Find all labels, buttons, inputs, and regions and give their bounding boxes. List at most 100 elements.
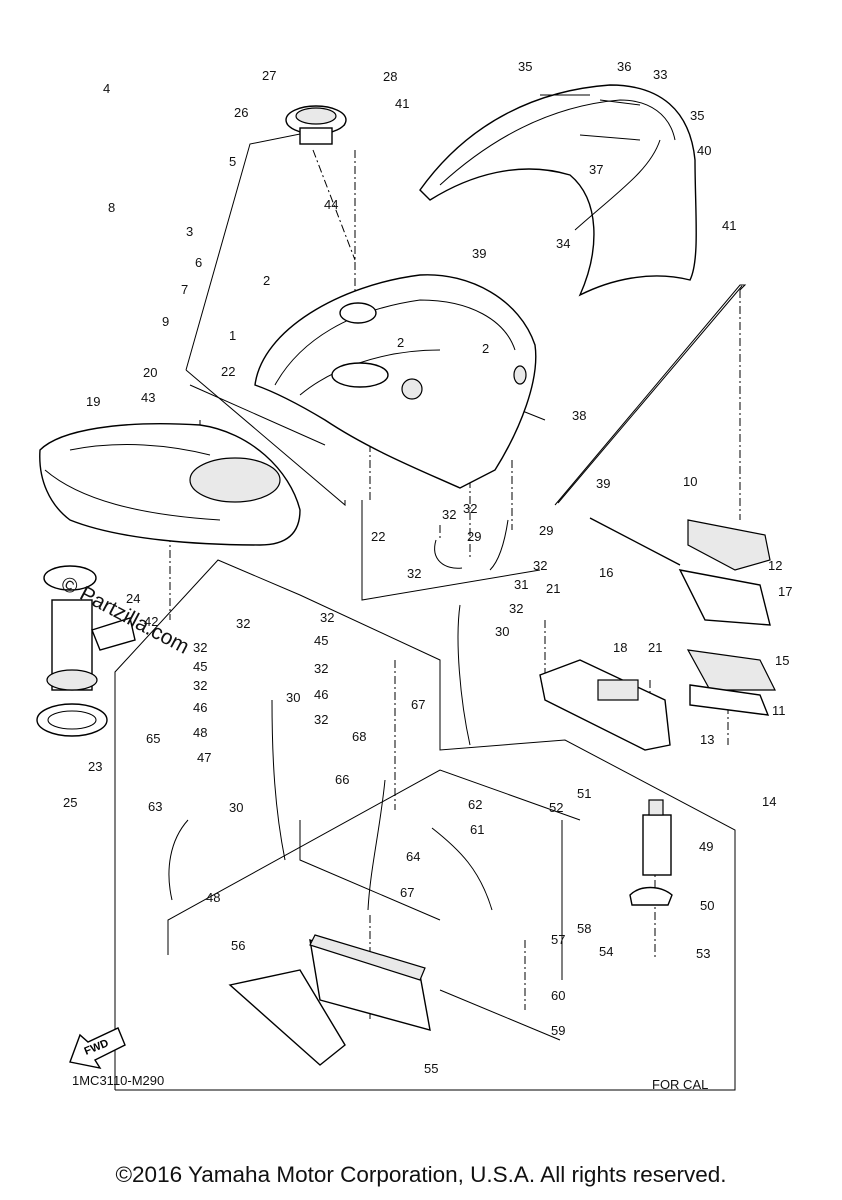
callout-29b: 29 (539, 523, 553, 538)
callout-67a: 67 (400, 885, 414, 900)
callout-2b: 2 (397, 335, 404, 350)
callout-13: 13 (700, 732, 714, 747)
fuel-pump (36, 565, 136, 737)
fwd-arrow-icon: FWD (69, 1027, 126, 1070)
callout-32h: 32 (314, 661, 328, 676)
callout-15: 15 (775, 653, 789, 668)
callout-19: 19 (86, 394, 100, 409)
fuel-tank (39, 423, 301, 546)
callout-20: 20 (143, 365, 157, 380)
callout-48a: 48 (193, 725, 207, 740)
callout-27: 27 (262, 68, 276, 83)
callout-68: 68 (352, 729, 366, 744)
callout-32d: 32 (509, 601, 523, 616)
callout-40: 40 (697, 143, 711, 158)
callout-21b: 21 (648, 640, 662, 655)
callout-52: 52 (549, 800, 563, 815)
callout-32e: 32 (193, 640, 207, 655)
hoses (168, 519, 509, 911)
callout-14: 14 (762, 794, 776, 809)
fuel-filter (629, 799, 673, 906)
callout-35a: 35 (518, 59, 532, 74)
callout-61: 61 (470, 822, 484, 837)
callout-12: 12 (768, 558, 782, 573)
callout-24: 24 (126, 591, 140, 606)
callout-4: 4 (103, 81, 110, 96)
callout-41a: 41 (395, 96, 409, 111)
callout-45a: 45 (193, 659, 207, 674)
callout-32j: 32 (442, 507, 456, 522)
callout-30b: 30 (229, 800, 243, 815)
callout-38: 38 (572, 408, 586, 423)
callout-10: 10 (683, 474, 697, 489)
callout-59: 59 (551, 1023, 565, 1038)
callout-16: 16 (599, 565, 613, 580)
callout-32f: 32 (193, 678, 207, 693)
callout-22a: 22 (221, 364, 235, 379)
callout-32c: 32 (407, 566, 421, 581)
callout-47: 47 (197, 750, 211, 765)
seat-cowl (419, 84, 697, 297)
callout-66: 66 (335, 772, 349, 787)
callout-35b: 35 (690, 108, 704, 123)
callout-43: 43 (141, 390, 155, 405)
callout-32k: 32 (236, 616, 250, 631)
callout-21a: 21 (546, 581, 560, 596)
callout-56: 56 (231, 938, 245, 953)
callout-55: 55 (424, 1061, 438, 1076)
callout-32g: 32 (320, 610, 334, 625)
region-note: FOR CAL (652, 1077, 709, 1092)
canister (228, 934, 431, 1066)
callout-3: 3 (186, 224, 193, 239)
callout-32a: 32 (463, 501, 477, 516)
callout-2c: 2 (482, 341, 489, 356)
callout-39b: 39 (596, 476, 610, 491)
callout-53: 53 (696, 946, 710, 961)
callout-49: 49 (699, 839, 713, 854)
copyright-notice: ©2016 Yamaha Motor Corporation, U.S.A. A… (115, 1162, 727, 1187)
fuel-cap (285, 105, 347, 145)
callout-39a: 39 (472, 246, 486, 261)
callout-37: 37 (589, 162, 603, 177)
callout-22b: 22 (371, 529, 385, 544)
callout-63: 63 (148, 799, 162, 814)
callout-64: 64 (406, 849, 420, 864)
callout-57: 57 (551, 932, 565, 947)
callout-26: 26 (234, 105, 248, 120)
callout-41b: 41 (722, 218, 736, 233)
callout-34: 34 (556, 236, 570, 251)
callout-54: 54 (599, 944, 613, 959)
callout-32i: 32 (314, 712, 328, 727)
callout-28: 28 (383, 69, 397, 84)
callout-8: 8 (108, 200, 115, 215)
tank-bracket (539, 517, 776, 751)
callout-2a: 2 (263, 273, 270, 288)
callout-46b: 46 (314, 687, 328, 702)
callout-5: 5 (229, 154, 236, 169)
callout-36: 36 (617, 59, 631, 74)
callout-32b: 32 (533, 558, 547, 573)
callout-46a: 46 (193, 700, 207, 715)
callout-50: 50 (700, 898, 714, 913)
callout-9: 9 (162, 314, 169, 329)
callout-7: 7 (181, 282, 188, 297)
callout-48b: 48 (206, 890, 220, 905)
callout-58: 58 (577, 921, 591, 936)
callout-51: 51 (577, 786, 591, 801)
callout-30a: 30 (495, 624, 509, 639)
callout-6: 6 (195, 255, 202, 270)
diagram-code: 1MC3110-M290 (72, 1073, 165, 1088)
callout-33: 33 (653, 67, 667, 82)
callout-45b: 45 (314, 633, 328, 648)
callout-11: 11 (772, 703, 786, 718)
callout-17: 17 (778, 584, 792, 599)
callout-62: 62 (468, 797, 482, 812)
callout-23: 23 (88, 759, 102, 774)
callout-30c: 30 (286, 690, 300, 705)
callout-numbers: 1 2 2 2 3 4 5 6 7 8 9 10 11 12 13 14 15 … (63, 59, 792, 1076)
callout-65: 65 (146, 731, 160, 746)
callout-29a: 29 (467, 529, 481, 544)
callout-42: 42 (144, 614, 158, 629)
callout-67b: 67 (411, 697, 425, 712)
